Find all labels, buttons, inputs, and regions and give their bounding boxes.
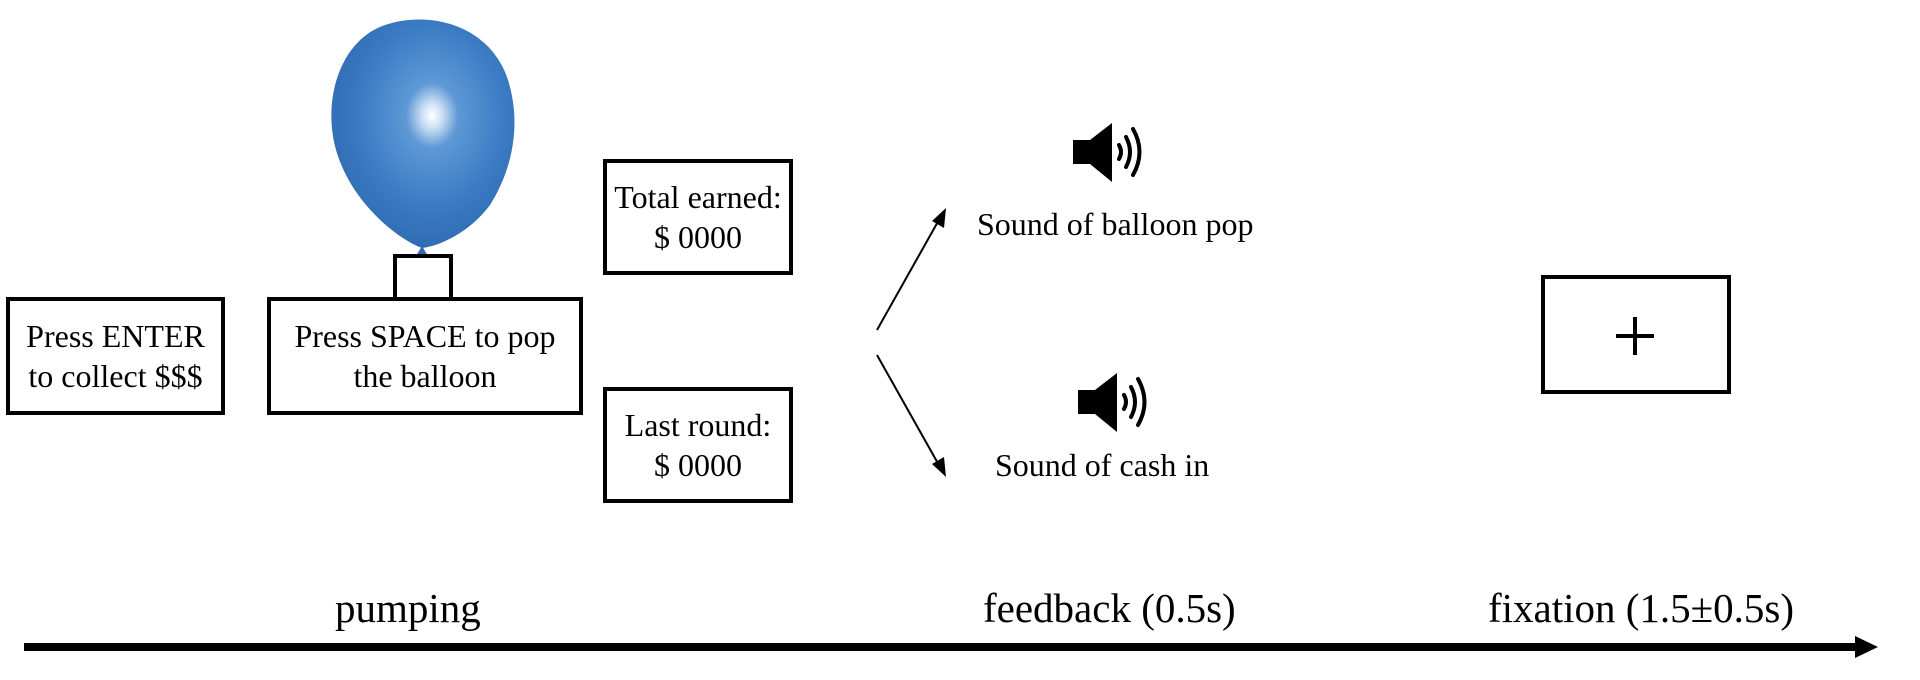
last-round-box: Last round: $ 0000: [603, 387, 793, 503]
last-round-label: Last round:: [624, 407, 772, 443]
enter-instruction-line2: to collect $$$: [28, 358, 203, 394]
total-earned-label: Total earned:: [614, 179, 782, 215]
feedback-pop-label: Sound of balloon pop: [977, 206, 1254, 242]
phase-label-feedback: feedback (0.5s): [983, 585, 1236, 631]
phase-label-fixation: fixation (1.5±0.5s): [1488, 585, 1795, 631]
total-earned-box: Total earned: $ 0000: [603, 159, 793, 275]
phase-label-pumping: pumping: [335, 585, 481, 631]
pump-nozzle: [393, 254, 453, 302]
feedback-cash-label: Sound of cash in: [995, 447, 1210, 483]
balloon-icon: [331, 19, 515, 256]
enter-instruction-line1: Press ENTER: [26, 318, 205, 354]
space-instruction-line2: the balloon: [353, 358, 497, 394]
speaker-icon: [1078, 373, 1147, 432]
space-instruction-line1: Press SPACE to pop: [294, 318, 556, 354]
total-earned-value: $ 0000: [654, 219, 742, 255]
fixation-cross-icon: [1616, 317, 1654, 355]
speaker-icon: [1073, 123, 1142, 182]
enter-instruction-box: Press ENTER to collect $$$: [6, 297, 225, 415]
branch-arrow-pop: [876, 208, 946, 331]
space-instruction-box: Press SPACE to pop the balloon: [267, 297, 583, 415]
branch-arrow-cash: [876, 354, 946, 477]
timeline-arrow: [24, 636, 1878, 658]
last-round-value: $ 0000: [654, 447, 742, 483]
